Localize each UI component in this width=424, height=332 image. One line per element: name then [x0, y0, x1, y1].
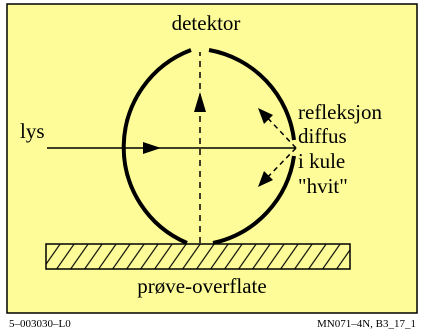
detector-arrow-head — [194, 92, 206, 112]
detector-label: detektor — [172, 11, 241, 35]
reflection-label-line-3: i kule — [298, 149, 345, 173]
light-ray-arrow-head — [143, 142, 161, 154]
sphere-arc-upper-right — [208, 48, 296, 141]
sphere-arc-lower-right — [212, 155, 296, 245]
sphere-arc-left — [121, 48, 192, 245]
reflection-arrow-lower — [258, 171, 273, 187]
light-label: lys — [20, 119, 45, 143]
sample-surface-bar — [45, 243, 351, 270]
reflection-label-line-1: refleksjon — [298, 100, 382, 124]
footer-left-code: 5–003030–L0 — [9, 318, 71, 330]
reflection-label-line-4: "hvit" — [298, 174, 348, 198]
reflection-label-line-2: diffus — [298, 124, 347, 148]
reflection-arrow-upper — [258, 108, 273, 124]
footer-right-code: MN071–4N, B3_17_1 — [317, 318, 416, 330]
sample-surface-label: prøve-overflate — [137, 274, 266, 298]
